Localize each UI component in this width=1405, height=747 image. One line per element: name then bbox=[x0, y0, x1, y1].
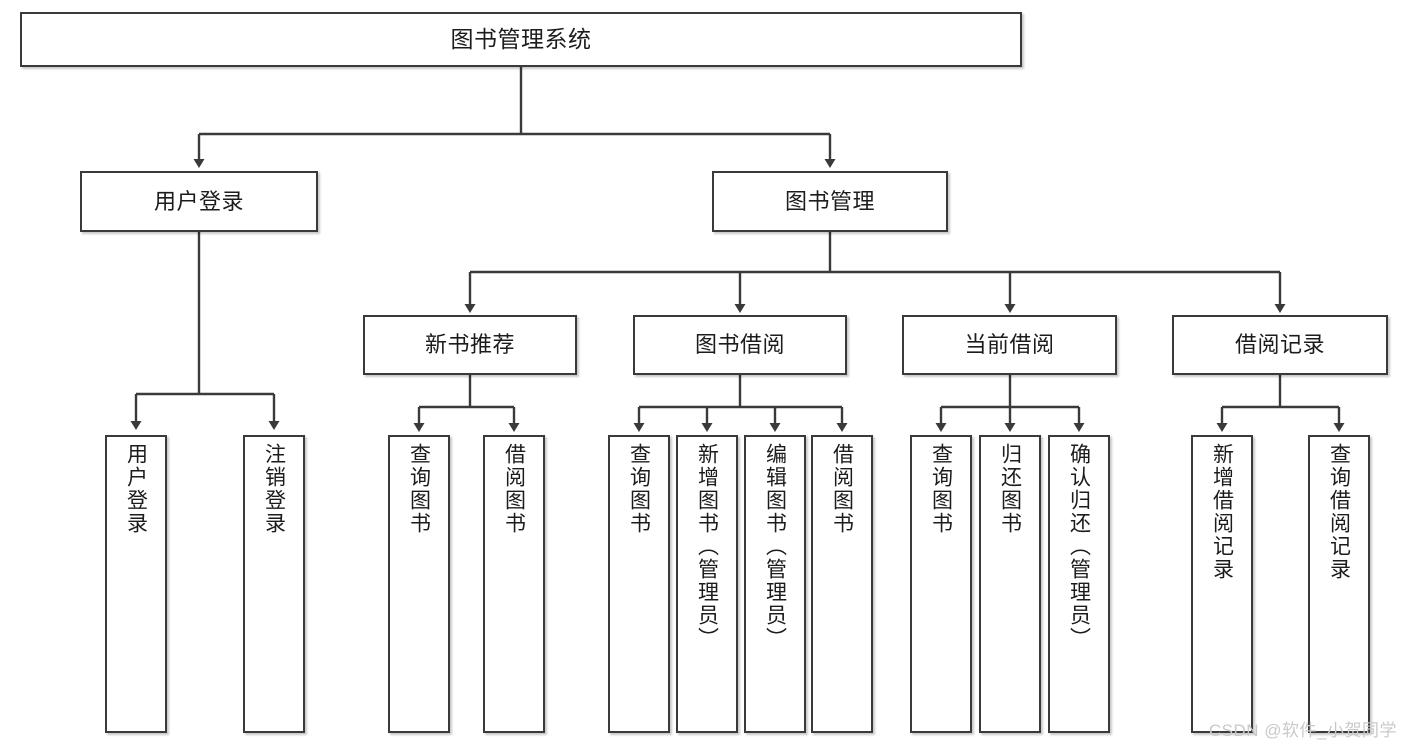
node-label: 注销登录 bbox=[262, 443, 286, 535]
node-current-borrow[interactable]: 当前借阅 bbox=[902, 315, 1117, 375]
node-label: 图书管理 bbox=[784, 188, 875, 214]
node-root-system[interactable]: 图书管理系统 bbox=[20, 12, 1022, 67]
node-user-login[interactable]: 用户登录 bbox=[80, 171, 318, 232]
leaf-query-borrow-record[interactable]: 查询借阅记录 bbox=[1308, 435, 1370, 733]
watermark-text: CSDN @软件_小贺同学 bbox=[1208, 721, 1397, 740]
node-label: 用户登录 bbox=[153, 188, 244, 214]
leaf-add-book-admin[interactable]: 新增图书（管理员） bbox=[676, 435, 738, 733]
node-label: 借阅图书 bbox=[830, 443, 854, 535]
leaf-edit-book-admin[interactable]: 编辑图书（管理员） bbox=[744, 435, 806, 733]
node-label: 确认归还（管理员） bbox=[1067, 443, 1091, 650]
node-label: 用户登录 bbox=[124, 443, 148, 535]
node-book-management[interactable]: 图书管理 bbox=[712, 171, 948, 232]
node-label: 新书推荐 bbox=[424, 332, 515, 358]
node-borrow-record[interactable]: 借阅记录 bbox=[1172, 315, 1388, 375]
node-label: 查询图书 bbox=[407, 443, 431, 535]
node-label: 新增图书（管理员） bbox=[695, 443, 719, 650]
leaf-query-book-borrow[interactable]: 查询图书 bbox=[608, 435, 670, 733]
leaf-user-login[interactable]: 用户登录 bbox=[105, 435, 167, 733]
leaf-borrow-book[interactable]: 借阅图书 bbox=[811, 435, 873, 733]
node-label: 图书借阅 bbox=[694, 332, 785, 358]
node-label: 借阅图书 bbox=[502, 443, 526, 535]
leaf-logout[interactable]: 注销登录 bbox=[243, 435, 305, 733]
node-label: 图书管理系统 bbox=[450, 26, 592, 53]
node-label: 编辑图书（管理员） bbox=[763, 443, 787, 650]
leaf-borrow-book-recommend[interactable]: 借阅图书 bbox=[483, 435, 545, 733]
node-label: 新增借阅记录 bbox=[1210, 443, 1234, 581]
node-label: 查询借阅记录 bbox=[1327, 443, 1351, 581]
node-label: 借阅记录 bbox=[1234, 332, 1325, 358]
leaf-confirm-return-admin[interactable]: 确认归还（管理员） bbox=[1048, 435, 1110, 733]
node-label: 查询图书 bbox=[929, 443, 953, 535]
node-label: 查询图书 bbox=[627, 443, 651, 535]
leaf-query-book-current[interactable]: 查询图书 bbox=[910, 435, 972, 733]
leaf-return-book[interactable]: 归还图书 bbox=[979, 435, 1041, 733]
leaf-add-borrow-record[interactable]: 新增借阅记录 bbox=[1191, 435, 1253, 733]
leaf-query-book-recommend[interactable]: 查询图书 bbox=[388, 435, 450, 733]
node-book-borrow[interactable]: 图书借阅 bbox=[633, 315, 847, 375]
node-label: 当前借阅 bbox=[964, 332, 1055, 358]
node-new-book-recommend[interactable]: 新书推荐 bbox=[363, 315, 577, 375]
node-label: 归还图书 bbox=[998, 443, 1022, 535]
